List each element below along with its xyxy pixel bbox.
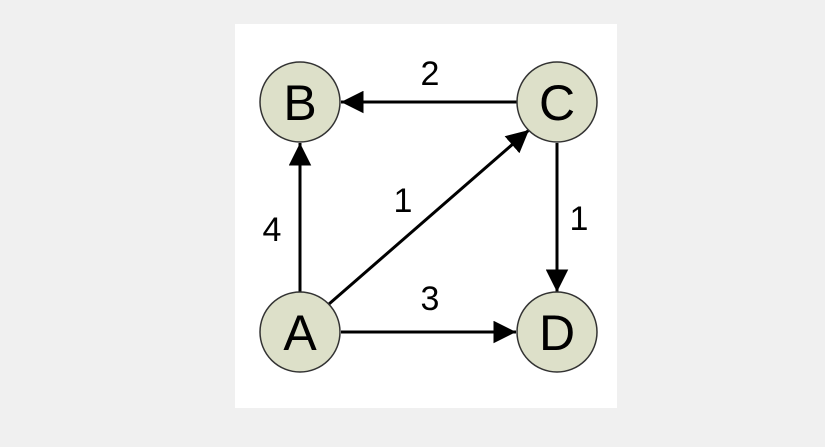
edge-weight-c-b: 2: [421, 55, 440, 93]
node-label: D: [539, 305, 575, 361]
edge-weight-a-b: 4: [263, 211, 282, 249]
node-b: B: [259, 61, 341, 143]
edge-weight-a-d: 3: [421, 280, 440, 318]
edge-weight-c-d: 1: [570, 200, 589, 238]
node-label: B: [283, 75, 316, 131]
node-d: D: [516, 291, 598, 373]
node-label: A: [283, 305, 317, 361]
node-a: A: [259, 291, 341, 373]
node-label: C: [539, 75, 575, 131]
node-c: C: [516, 61, 598, 143]
edge-a-c: [328, 128, 530, 306]
edge-weight-a-c: 1: [394, 182, 413, 220]
